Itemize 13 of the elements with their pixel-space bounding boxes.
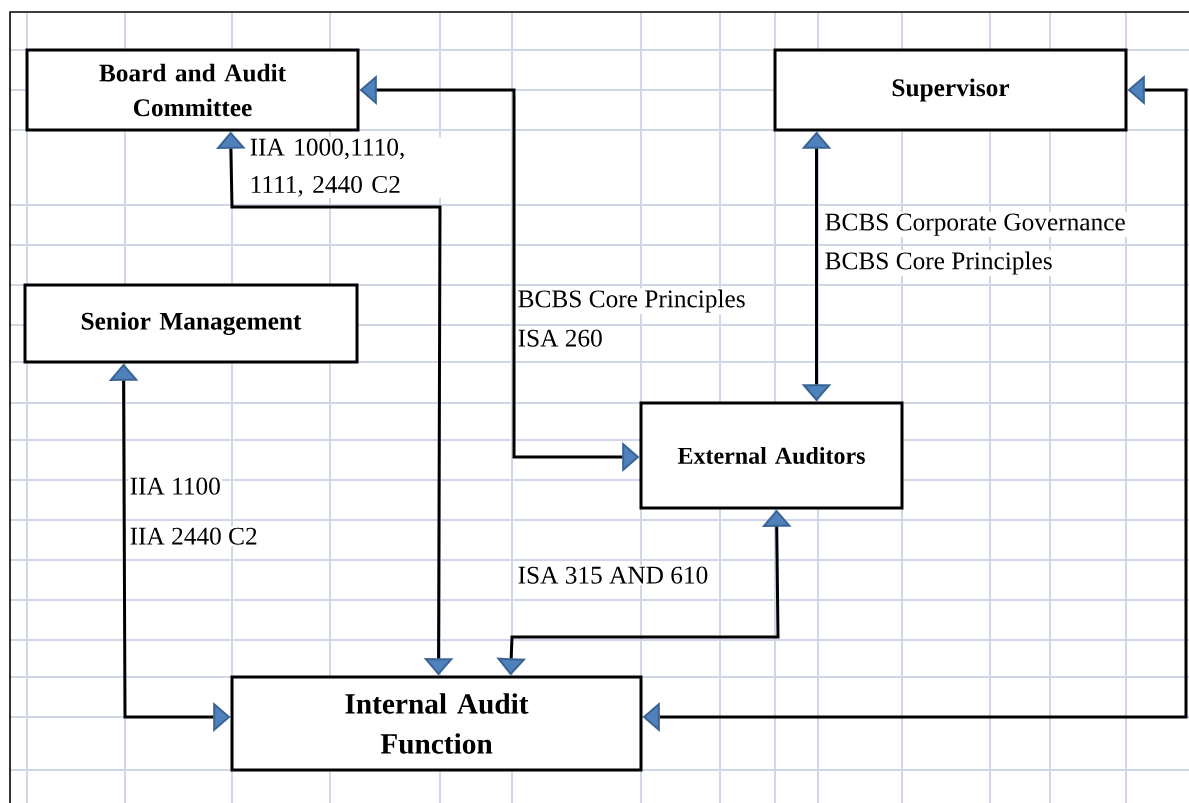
edge-label: IIA 1000,1110, 1111, 2440 C2: [248, 137, 441, 198]
entity-box: Board and Audit Committee: [25, 48, 360, 132]
standard-label: ISA 260: [516, 328, 605, 349]
entity-box: Supervisor: [773, 48, 1128, 132]
entity-box: Senior Management: [23, 283, 359, 364]
edge-label: IIA 1100: [128, 476, 223, 497]
edge-label: BCBS Corporate Governance: [823, 212, 1128, 238]
entity-box: Internal Audit Function: [230, 675, 643, 772]
edge-label: ISA 315 AND 610: [516, 565, 710, 585]
entity-box: External Auditors: [639, 401, 904, 510]
standard-label: BCBS Core Principles: [823, 250, 1054, 276]
edge-label: BCBS Core Principles: [516, 288, 747, 314]
standard-label: IIA 2440 C2: [128, 526, 259, 546]
